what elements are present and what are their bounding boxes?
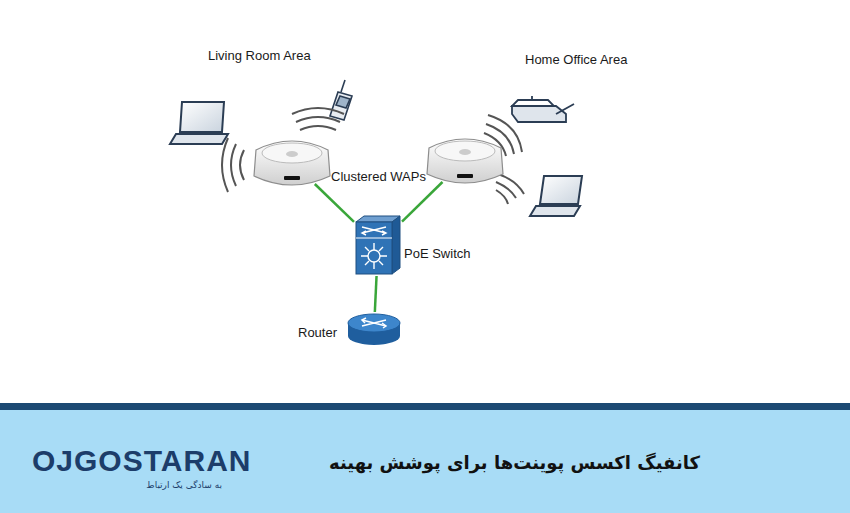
group-label: Clustered WAPs: [331, 169, 426, 184]
laptop-icon: [170, 102, 228, 144]
logo-tagline: به سادگی یک ارتباط: [36, 480, 222, 490]
laptop-icon: [530, 176, 582, 216]
wap-device: [427, 139, 503, 183]
node-label: PoE Switch: [404, 246, 470, 261]
switch-node: PoE Switch: [354, 214, 402, 276]
node-label: Living Room Area: [208, 48, 311, 63]
node-label: Router: [298, 325, 337, 340]
band-line: [0, 403, 850, 410]
wifi-arcs: [222, 108, 524, 204]
network-link: [402, 182, 442, 222]
phone-icon: [330, 80, 352, 120]
logo-text: OJGOSTARAN: [32, 444, 251, 478]
switch-device: [356, 216, 400, 274]
router-node: Router: [346, 312, 402, 348]
printer-icon: [512, 96, 574, 122]
band: [0, 410, 850, 513]
wap-node: Living Room Area: [252, 140, 332, 184]
wap-node: Home Office Area: [425, 138, 505, 182]
router-device: [348, 314, 400, 345]
page-title: کانفیگ اکسس پوینت‌ها برای پوشش بهینه: [360, 452, 700, 473]
network-link: [375, 276, 377, 312]
network-link: [315, 184, 354, 222]
wap-device: [254, 141, 330, 185]
node-label: Home Office Area: [525, 52, 627, 67]
